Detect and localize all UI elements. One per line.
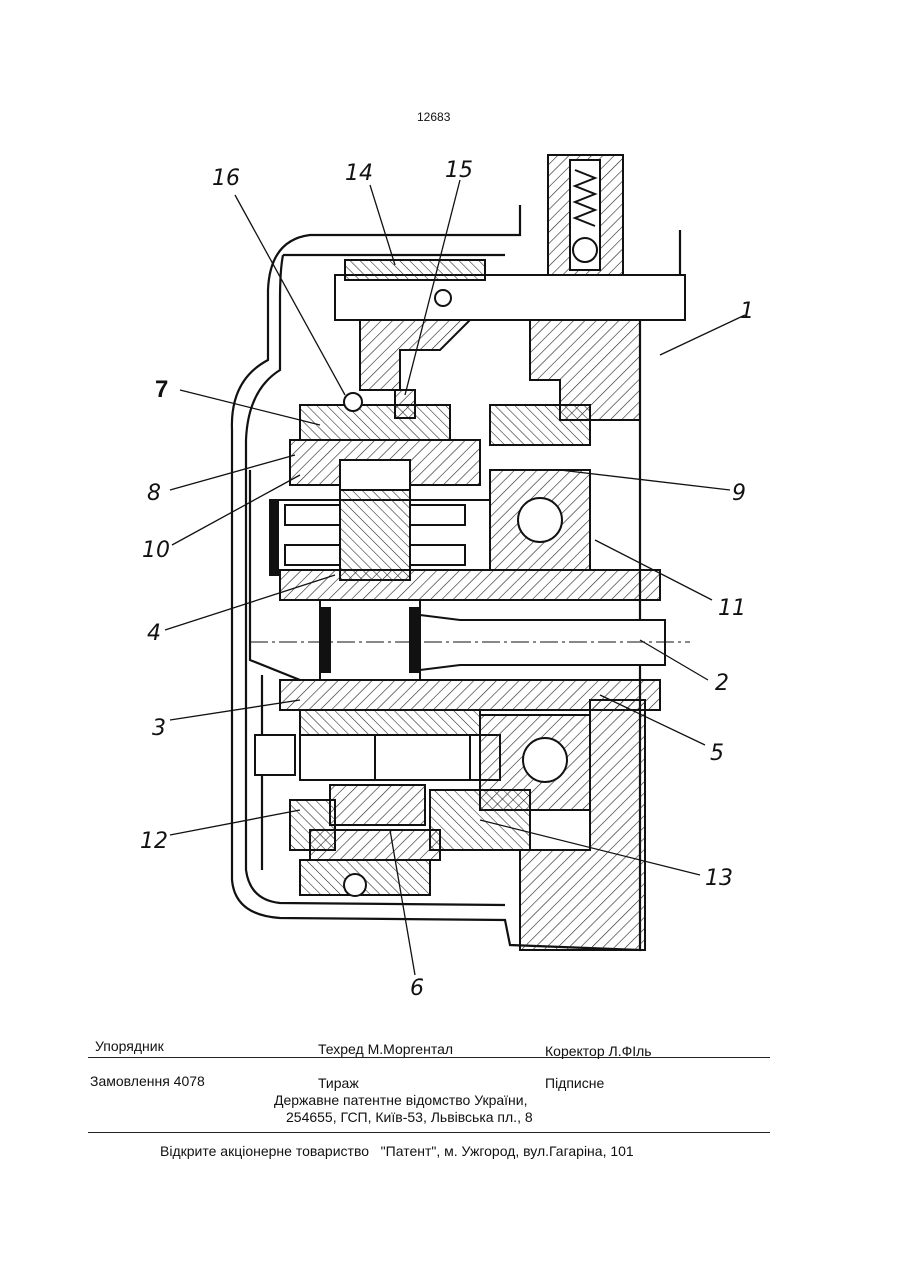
label-6: 6: [410, 976, 424, 1001]
label-16: 16: [212, 166, 240, 191]
upper-shaft: [335, 260, 685, 420]
compiler-label: Упорядник: [95, 1038, 164, 1054]
label-8: 8: [147, 481, 161, 506]
label-2: 2: [715, 671, 729, 696]
label-15: 15: [445, 158, 473, 183]
label-10: 10: [142, 538, 170, 563]
footer-divider-top: [88, 1057, 770, 1058]
label-9: 9: [732, 481, 746, 506]
techred-label: Техред М.Моргентал: [318, 1041, 453, 1057]
label-13: 13: [705, 866, 733, 891]
label-3: 3: [152, 716, 166, 741]
label-4: 4: [147, 621, 161, 646]
top-plug: [548, 155, 623, 275]
label-12: 12: [140, 829, 168, 854]
order-number: Замовлення 4078: [90, 1073, 205, 1089]
label-14: 14: [345, 161, 373, 186]
office-line-1: Державне патентне відомство України,: [274, 1092, 528, 1108]
main-shaft: [250, 570, 690, 710]
page-number: 12683: [417, 110, 450, 124]
label-7: 7: [155, 376, 168, 403]
technical-drawing: 16 14 15 1 7 8 10 4 3 12 6 13 5 2 11 9: [130, 150, 780, 1010]
circulation-label: Тираж: [318, 1075, 359, 1091]
footer-divider-bottom: [88, 1132, 770, 1133]
subscription-label: Підписне: [545, 1075, 604, 1091]
needle-bearing-shaft: [270, 490, 490, 580]
label-5: 5: [710, 741, 724, 766]
office-line-2: 254655, ГСП, Київ-53, Львівська пл., 8: [286, 1109, 533, 1125]
publisher-line: Відкрите акціонерне товариство "Патент",…: [160, 1143, 634, 1159]
label-11: 11: [718, 596, 746, 621]
label-1: 1: [740, 299, 754, 324]
